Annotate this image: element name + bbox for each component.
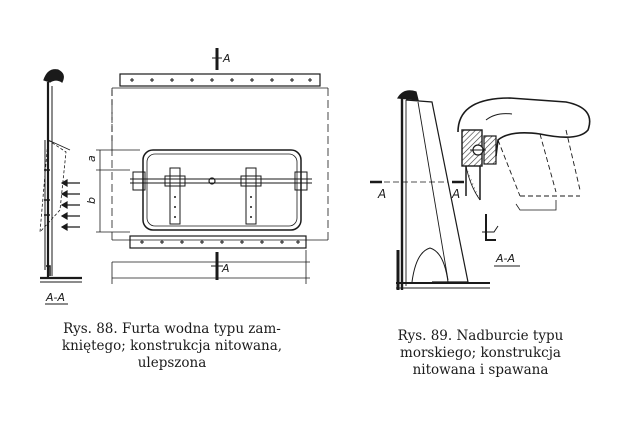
fig88-label-dim-b: b <box>85 197 98 204</box>
fig88-section-mark-top <box>212 48 222 70</box>
fig88-water-arrows <box>60 178 80 232</box>
fig88-door-panel <box>130 149 312 231</box>
fig88-bottom-plate <box>111 235 310 284</box>
fig89-rail-detail <box>457 97 591 211</box>
fig89-small-profile <box>482 214 499 241</box>
fig88-caption: Rys. 88. Furta wodna typu zam- kniętego;… <box>22 321 322 372</box>
fig89-label-section-left: A <box>377 187 386 201</box>
fig88-caption-line3: ulepszona <box>137 355 207 371</box>
fig88-label-section-top: A <box>222 52 231 65</box>
fig89-label-view: A-A <box>495 252 515 265</box>
fig88-caption-line1: Rys. 88. Furta wodna typu zam- <box>63 321 281 337</box>
fig88-drawing <box>39 48 329 284</box>
fig88-label-section-bottom: A <box>221 262 230 275</box>
fig88-labels: A A a b A-A <box>45 52 231 305</box>
fig89-caption: Rys. 89. Nadburcie typu morskiego; konst… <box>358 328 603 379</box>
fig88-caption-line2: kniętego; konstrukcja nitowana, <box>61 338 283 354</box>
fig89-caption-line3: nitowana i spawana <box>412 362 549 378</box>
fig88-dimensions <box>96 90 140 233</box>
fig89-bulwark-section <box>396 90 490 290</box>
fig88-section-mark-bottom <box>211 252 223 280</box>
fig89-label-section-right: A <box>451 187 460 201</box>
fig88-top-rail <box>112 73 328 89</box>
fig89-caption-line1: Rys. 89. Nadburcie typu <box>397 328 564 344</box>
fig89-drawing <box>370 90 591 290</box>
fig88-label-view: A-A <box>45 291 65 304</box>
fig89-caption-line2: morskiego; konstrukcja <box>400 345 561 361</box>
fig88-side-section <box>39 69 82 283</box>
fig89-labels: A A A-A <box>377 187 520 267</box>
fig88-label-dim-a: a <box>85 155 98 162</box>
